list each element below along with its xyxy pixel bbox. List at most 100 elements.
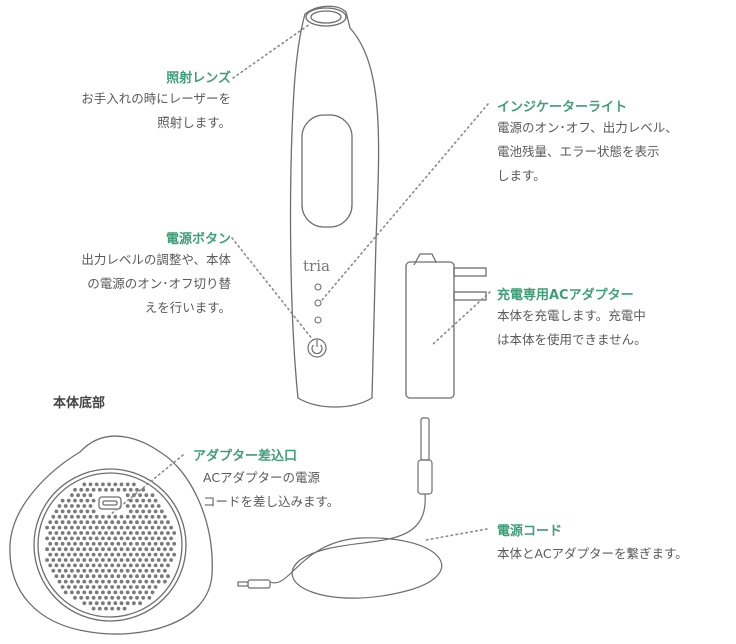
grille-hole: [172, 541, 177, 546]
grille-hole: [107, 547, 111, 552]
grille-hole: [150, 590, 155, 595]
grille-hole: [94, 514, 99, 519]
grille-hole: [60, 541, 65, 546]
grille-hole: [54, 563, 59, 568]
grille-hole: [94, 525, 99, 530]
grille-hole: [107, 558, 111, 562]
grille-hole: [76, 558, 80, 562]
grille-hole: [73, 487, 77, 492]
grille-hole: [94, 579, 99, 584]
grille-hole: [138, 601, 143, 606]
grille-hole: [57, 525, 62, 530]
grille-hole: [125, 547, 130, 552]
grille-hole: [156, 547, 161, 552]
grille-hole: [88, 504, 93, 508]
grille-hole: [73, 595, 77, 600]
grille-hole: [94, 568, 99, 573]
grille-hole: [70, 536, 74, 541]
grille-hole: [51, 536, 56, 541]
grille-hole: [51, 525, 56, 530]
grille-hole: [144, 536, 149, 541]
grille-hole: [169, 547, 174, 552]
grille-hole: [57, 568, 62, 573]
ac-adapter-graphic: [405, 253, 487, 399]
grille-hole: [45, 536, 49, 541]
grille-hole: [163, 568, 167, 573]
grille-hole: [54, 509, 59, 514]
grille-hole: [138, 525, 143, 530]
grille-hole: [156, 579, 161, 584]
grille-hole: [144, 514, 149, 519]
grille-hole: [85, 541, 90, 546]
grille-hole: [97, 541, 102, 546]
grille-hole: [88, 568, 93, 573]
grille-hole: [122, 531, 127, 535]
grille-hole: [141, 541, 146, 546]
grille-hole: [57, 558, 62, 562]
grille-hole: [128, 585, 133, 589]
grille-hole: [128, 541, 133, 546]
grille-hole: [94, 590, 99, 595]
grille-hole: [150, 579, 155, 584]
grille-hole: [82, 558, 87, 562]
label-cord-desc: 本体とACアダプターを繋ぎます。: [497, 546, 688, 561]
grille-hole: [128, 487, 133, 492]
grille-hole: [45, 558, 49, 562]
power-cord-graphic: [237, 417, 443, 599]
grille-hole: [101, 514, 105, 519]
grille-hole: [138, 536, 143, 541]
grille-hole: [97, 574, 102, 579]
grille-hole: [147, 498, 152, 503]
label-lens-title: 照射レンズ: [166, 71, 231, 86]
grille-hole: [101, 547, 105, 552]
grille-hole: [60, 552, 65, 557]
grille-hole: [94, 482, 99, 487]
grille-hole: [132, 590, 136, 595]
grille-hole: [60, 509, 65, 514]
grille-hole: [97, 585, 102, 589]
grille-hole: [141, 531, 146, 535]
grille-hole: [132, 514, 136, 519]
grille-hole: [63, 568, 68, 573]
grille-hole: [48, 531, 53, 535]
grille-hole: [141, 574, 146, 579]
grille-hole: [63, 558, 68, 562]
grille-hole: [85, 498, 90, 503]
speaker-grille: [45, 482, 177, 611]
grille-hole: [85, 595, 90, 600]
label-adapter-title: 充電専用ACアダプター: [497, 288, 634, 303]
grille-hole: [135, 563, 139, 568]
grille-hole: [150, 558, 155, 562]
grille-hole: [159, 541, 164, 546]
grille-hole: [91, 487, 96, 492]
grille-hole: [73, 520, 77, 525]
grille-hole: [73, 498, 77, 503]
label-power-desc: 出力レベルの調整や、本体 の電源のオン･オフ切り替 えを行います。: [81, 252, 231, 315]
grille-hole: [97, 595, 102, 600]
grille-hole: [66, 541, 71, 546]
grille-hole: [82, 514, 87, 519]
grille-hole: [91, 552, 96, 557]
grille-hole: [141, 487, 146, 492]
grille-hole: [48, 563, 53, 568]
grille-hole: [135, 520, 139, 525]
grille-hole: [79, 574, 84, 579]
grille-hole: [110, 552, 115, 557]
grille-hole: [88, 514, 93, 519]
grille-hole: [101, 579, 105, 584]
grille-hole: [169, 536, 174, 541]
grille-hole: [116, 531, 121, 535]
grille-hole: [66, 509, 71, 514]
grille-hole: [166, 541, 170, 546]
grille-hole: [73, 531, 77, 535]
grille-hole: [73, 552, 77, 557]
device-window: [301, 114, 353, 228]
grille-hole: [91, 520, 96, 525]
grille-hole: [88, 590, 93, 595]
grille-hole: [138, 568, 143, 573]
grille-hole: [82, 601, 87, 606]
grille-hole: [132, 601, 136, 606]
grille-hole: [91, 498, 96, 503]
grille-hole: [128, 595, 133, 600]
grille-hole: [107, 579, 111, 584]
